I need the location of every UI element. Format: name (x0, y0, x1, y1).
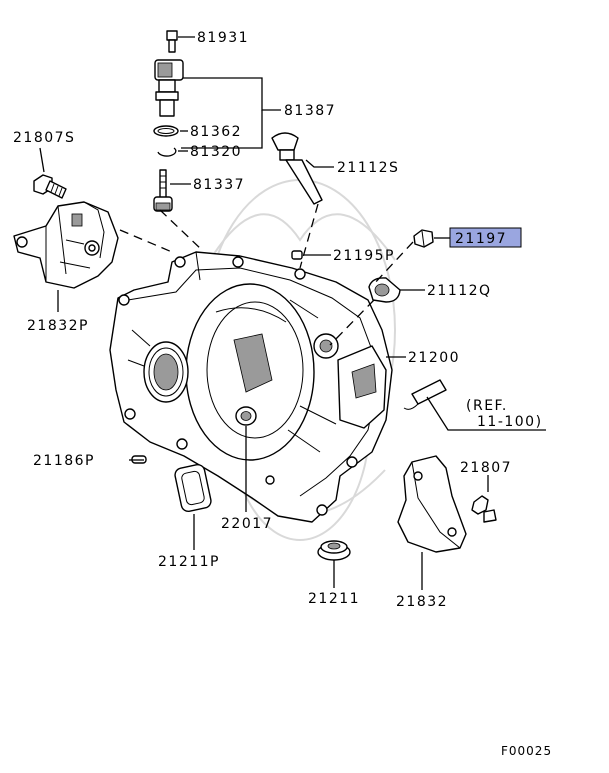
label-81931[interactable]: 81931 (197, 30, 249, 46)
label-ref-line2: 11-100) (477, 414, 543, 430)
part-labels: 81931 81387 81362 81320 21807S 81337 211… (13, 30, 552, 758)
cap-21112Q[interactable] (368, 277, 401, 303)
label-21211[interactable]: 21211 (308, 591, 360, 607)
label-81387[interactable]: 81387 (284, 103, 336, 119)
plug-21197[interactable] (413, 229, 434, 248)
label-21195P[interactable]: 21195P (333, 248, 395, 264)
bolt-21807[interactable] (471, 495, 497, 523)
label-81337[interactable]: 81337 (193, 177, 245, 193)
label-21211P[interactable]: 21211P (158, 554, 220, 570)
bracket-21832[interactable] (397, 455, 467, 553)
oil-level-gauge[interactable] (271, 132, 323, 205)
bolt-21807S[interactable] (33, 174, 67, 199)
label-81320[interactable]: 81320 (190, 144, 242, 160)
pin-21195P[interactable] (291, 250, 303, 260)
label-21200[interactable]: 21200 (408, 350, 460, 366)
label-81362[interactable]: 81362 (190, 124, 242, 140)
label-22017[interactable]: 22017 (221, 516, 273, 532)
label-21186P[interactable]: 21186P (33, 453, 95, 469)
harness-bracket-ref (403, 379, 447, 410)
leader-lines (39, 36, 546, 590)
label-21807S[interactable]: 21807S (13, 130, 75, 146)
transaxle-case-21200[interactable] (109, 251, 393, 523)
label-21112S[interactable]: 21112S (337, 160, 399, 176)
highlight-21197 (449, 227, 522, 248)
plug-21211[interactable] (317, 540, 351, 561)
label-21112Q[interactable]: 21112Q (427, 283, 492, 299)
figure-code: F00025 (501, 744, 552, 758)
label-21832P[interactable]: 21832P (27, 318, 89, 334)
oil-seal-22017[interactable] (235, 406, 257, 426)
bracket-21832P[interactable] (13, 201, 119, 289)
label-ref-line1: (REF. (466, 398, 508, 414)
speedometer-driven-gear[interactable] (153, 169, 173, 212)
label-21832[interactable]: 21832 (396, 594, 448, 610)
label-21197[interactable]: 21197 (455, 231, 507, 247)
speed-sensor-assembly[interactable] (153, 30, 184, 157)
label-21807[interactable]: 21807 (460, 460, 512, 476)
cover-21211P[interactable] (174, 463, 212, 513)
